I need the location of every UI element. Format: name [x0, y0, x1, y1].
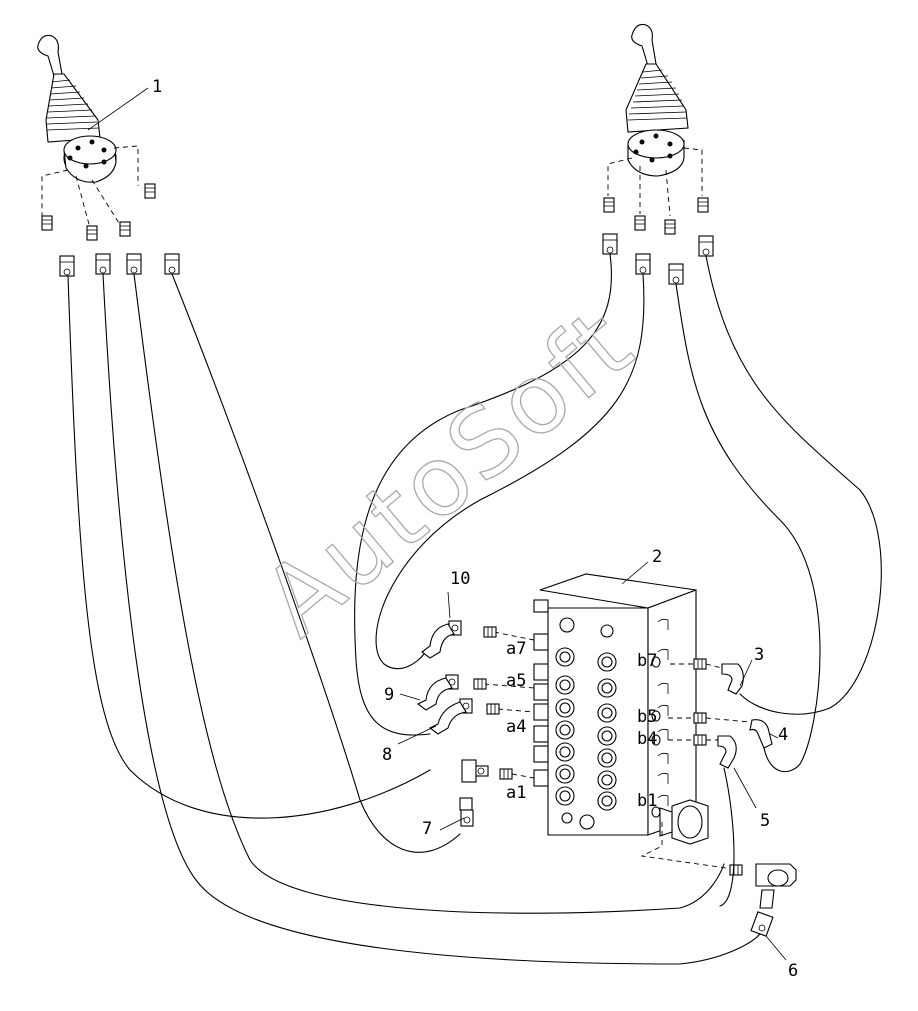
block-tee-fitting: [659, 799, 709, 845]
callout-3: 3: [754, 645, 764, 665]
callout-4: 4: [778, 725, 788, 745]
port-b1: b1: [637, 791, 657, 811]
callout-10: 10: [450, 569, 470, 589]
callout-9: 9: [384, 685, 394, 705]
port-a1: a1: [506, 783, 526, 803]
port-a5: a5: [506, 671, 526, 691]
control-valve-block: [533, 573, 709, 845]
callout-7: 7: [422, 819, 432, 839]
callout-numbers: 1 2 3 4 5 6 7 8 9 10: [152, 77, 798, 981]
port-b4: b4: [637, 729, 657, 749]
callout-6: 6: [788, 961, 798, 981]
right-joystick: [625, 23, 689, 177]
callout-2: 2: [652, 547, 662, 567]
left-fittings: [41, 183, 180, 277]
port-a7: a7: [506, 639, 526, 659]
port-b5: b5: [637, 707, 657, 727]
b-side-fittings: [668, 658, 797, 937]
left-joystick: [37, 34, 117, 183]
callout-5: 5: [760, 811, 770, 831]
tee-fitting-7: [459, 759, 489, 827]
tee-fitting-6: [729, 863, 797, 937]
callout-1: 1: [152, 77, 162, 97]
a-side-fittings: [445, 620, 535, 827]
b1-dashed-link: [640, 822, 741, 871]
elbow-hose-ends: [416, 623, 467, 735]
left-joystick-dashed-links: [41, 145, 139, 229]
callout-8: 8: [382, 745, 392, 765]
port-a4: a4: [506, 717, 526, 737]
right-joystick-dashed-links: [607, 147, 703, 217]
port-labels: a7 a5 a4 a1 b7 b5 b4 b1: [506, 639, 657, 811]
pilot-hoses: [67, 253, 882, 965]
port-b7: b7: [637, 651, 657, 671]
callout-leaders: [87, 87, 787, 961]
right-fittings: [602, 197, 714, 285]
